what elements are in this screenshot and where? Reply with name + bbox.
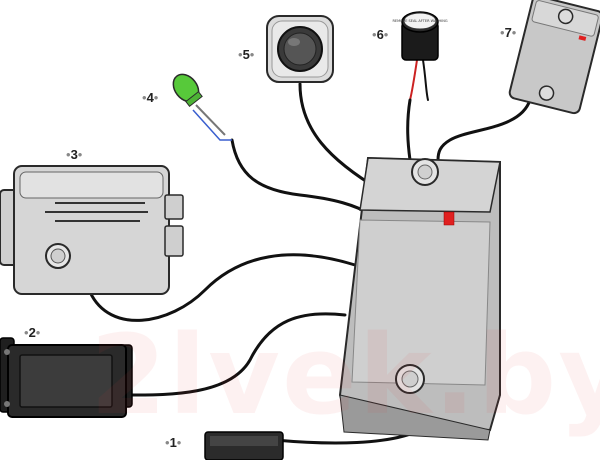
exit-button	[266, 15, 334, 83]
power-supply	[0, 337, 133, 418]
wire-buzzer-black	[422, 59, 429, 101]
buzzer: REMOVE SEAL AFTER WASHING	[392, 11, 448, 61]
controller	[338, 156, 501, 441]
electric-lock	[0, 165, 184, 295]
label-2: •2•	[24, 325, 41, 340]
wire-button	[298, 82, 382, 192]
wire-led	[230, 138, 374, 217]
led-component	[172, 73, 232, 141]
wire-buzzer-red	[409, 59, 418, 101]
label-6: •6•	[372, 27, 389, 42]
wire-lock	[88, 253, 357, 322]
wire-buzzer	[406, 98, 412, 162]
card-reader	[508, 0, 600, 115]
label-7: •7•	[500, 25, 517, 40]
label-5: •5•	[238, 47, 255, 62]
label-1: •1•	[165, 435, 182, 450]
wire-reader	[436, 98, 532, 162]
label-4: •4•	[142, 90, 159, 105]
wire-power	[128, 312, 347, 397]
relay-module	[204, 431, 284, 460]
label-3: •3•	[66, 147, 83, 162]
buzzer-label: REMOVE SEAL AFTER WASHING	[392, 19, 447, 23]
